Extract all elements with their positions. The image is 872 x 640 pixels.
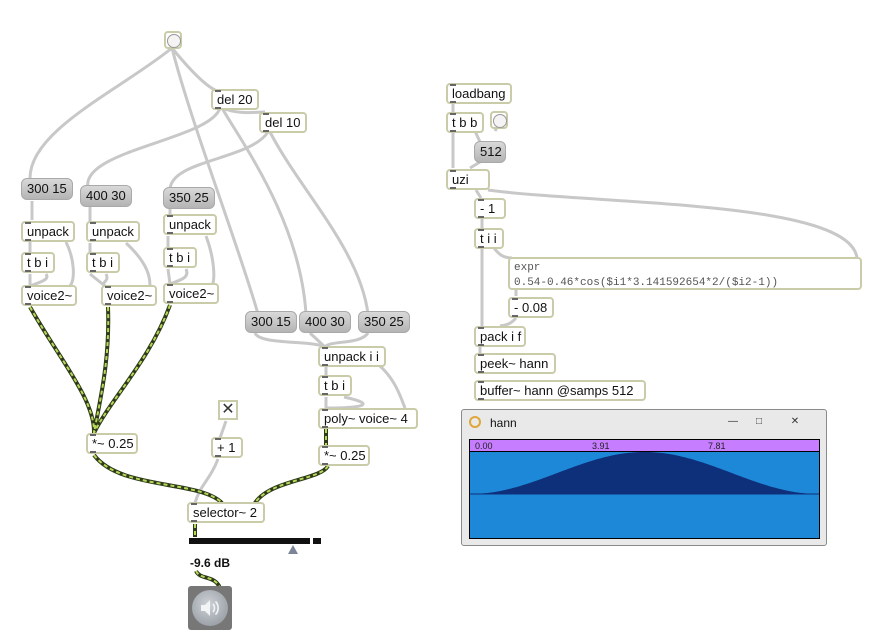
ruler-label: 0.00 — [475, 441, 493, 451]
window-title: hann — [490, 416, 517, 430]
max-logo-icon — [469, 416, 481, 428]
expr-line-2: 0.54-0.46*cos($i1*3.141592654*2/($i2-1)) — [514, 277, 779, 289]
voice2-object[interactable]: voice2~ — [21, 285, 77, 306]
message-512[interactable]: 512 — [474, 141, 506, 163]
t-b-i-object[interactable]: t b i — [318, 375, 352, 396]
expr-object[interactable]: expr 0.54-0.46*cos($i1*3.141592654*2/($i… — [508, 257, 862, 290]
ruler-label: 7.81 — [708, 441, 726, 451]
waveform-display[interactable]: 0.00 3.91 7.81 — [469, 439, 820, 539]
message-350-25[interactable]: 350 25 — [163, 187, 215, 209]
t-b-i-object[interactable]: t b i — [163, 247, 197, 268]
ruler-label: 3.91 — [592, 441, 610, 451]
bang-button[interactable] — [490, 111, 508, 129]
message-400-30[interactable]: 400 30 — [299, 311, 351, 333]
uzi-object[interactable]: uzi — [446, 169, 490, 190]
unpack-object[interactable]: unpack — [86, 221, 140, 242]
maximize-button[interactable]: □ — [755, 416, 763, 427]
expr-line-1: expr — [514, 262, 541, 274]
unpack-object[interactable]: unpack — [163, 214, 217, 235]
pack-i-f-object[interactable]: pack i f — [474, 326, 526, 347]
t-b-i-object[interactable]: t b i — [21, 252, 55, 273]
message-400-30[interactable]: 400 30 — [80, 185, 132, 207]
del-20-object[interactable]: del 20 — [211, 89, 259, 110]
gain-slider[interactable] — [189, 538, 321, 558]
window-titlebar[interactable]: hann — □ ✕ — [462, 410, 826, 436]
multiply-0-25-object[interactable]: *~ 0.25 — [86, 433, 138, 454]
multiply-0-25-object[interactable]: *~ 0.25 — [318, 445, 370, 466]
peek-hann-object[interactable]: peek~ hann — [474, 353, 556, 374]
plus-1-object[interactable]: + 1 — [211, 437, 243, 458]
x-toggle-icon[interactable]: ✕ — [218, 400, 238, 420]
buffer-hann-object[interactable]: buffer~ hann @samps 512 — [474, 380, 646, 401]
time-ruler — [470, 440, 819, 451]
minimize-button[interactable]: — — [728, 416, 738, 427]
gain-db-label: -9.6 dB — [190, 556, 231, 570]
unpack-object[interactable]: unpack — [21, 221, 75, 242]
waveform-curve — [470, 452, 819, 494]
voice2-object[interactable]: voice2~ — [163, 283, 219, 304]
message-350-25[interactable]: 350 25 — [358, 311, 410, 333]
slider-knob[interactable] — [288, 545, 298, 554]
unpack-i-i-object[interactable]: unpack i i — [318, 346, 386, 367]
loadbang-object[interactable]: loadbang — [446, 83, 512, 104]
bang-button[interactable] — [164, 31, 182, 49]
voice2-object[interactable]: voice2~ — [101, 285, 157, 306]
del-10-object[interactable]: del 10 — [259, 112, 307, 133]
t-i-i-object[interactable]: t i i — [474, 228, 504, 249]
speaker-glyph-icon — [201, 600, 219, 616]
message-300-15[interactable]: 300 15 — [245, 311, 297, 333]
speaker-icon[interactable] — [188, 586, 232, 630]
message-300-15[interactable]: 300 15 — [21, 178, 73, 200]
minus-0-08-object[interactable]: - 0.08 — [508, 297, 554, 318]
close-button[interactable]: ✕ — [790, 416, 800, 427]
t-b-b-object[interactable]: t b b — [446, 112, 484, 133]
t-b-i-object[interactable]: t b i — [86, 252, 120, 273]
buffer-window[interactable]: hann — □ ✕ 0.00 3.91 7.81 — [461, 409, 827, 546]
selector-object[interactable]: selector~ 2 — [187, 502, 265, 523]
poly-voice-object[interactable]: poly~ voice~ 4 — [318, 408, 418, 429]
minus-1-object[interactable]: - 1 — [474, 198, 506, 219]
